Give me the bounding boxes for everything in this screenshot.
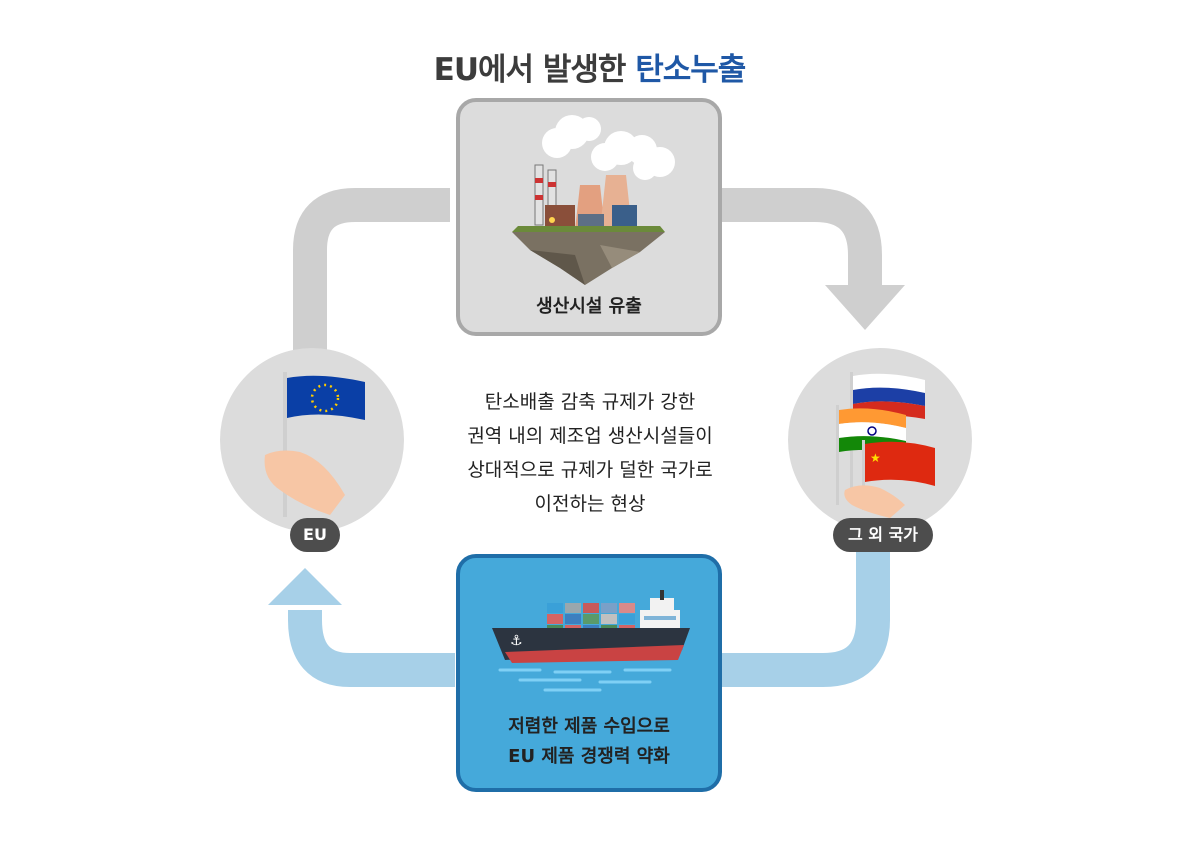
blue-arrow-head xyxy=(268,568,342,605)
factory-box-caption: 생산시설 유출 xyxy=(536,296,642,317)
eu-label: EU xyxy=(290,518,340,552)
ship-caption-line1: 저렴한 제품 수입으로 xyxy=(508,716,670,737)
title-prefix: EU에서 발생한 xyxy=(433,52,636,88)
ship-caption-line2: EU 제품 경쟁력 약화 xyxy=(508,746,670,767)
svg-text:★: ★ xyxy=(870,451,881,465)
definition-line-2: 권역 내의 제조업 생산시설들이 xyxy=(467,425,713,447)
definition-line-4: 이전하는 현상 xyxy=(534,493,646,515)
gray-cycle-arrow xyxy=(293,188,882,355)
definition-text: 탄소배출 감축 규제가 강한 권역 내의 제조업 생산시설들이 상대적으로 규제… xyxy=(400,385,780,521)
ship-box-caption: 저렴한 제품 수입으로 EU 제품 경쟁력 약화 xyxy=(458,712,720,772)
title-accent: 탄소누출 xyxy=(635,52,746,88)
ship-illustration: ⚓ xyxy=(492,590,690,692)
page-title: EU에서 발생한 탄소누출 xyxy=(0,44,1179,89)
blue-cycle-arrow xyxy=(288,540,890,687)
svg-text:⚓: ⚓ xyxy=(510,633,523,649)
definition-line-3: 상대적으로 규제가 덜한 국가로 xyxy=(467,459,713,481)
country-flags-illustration: ★ xyxy=(836,372,935,518)
other-countries-label: 그 외 국가 xyxy=(833,518,933,552)
gray-arrow-head xyxy=(825,285,905,330)
factory-illustration xyxy=(512,115,675,285)
definition-line-1: 탄소배출 감축 규제가 강한 xyxy=(484,391,696,413)
eu-flag-illustration xyxy=(264,372,365,517)
